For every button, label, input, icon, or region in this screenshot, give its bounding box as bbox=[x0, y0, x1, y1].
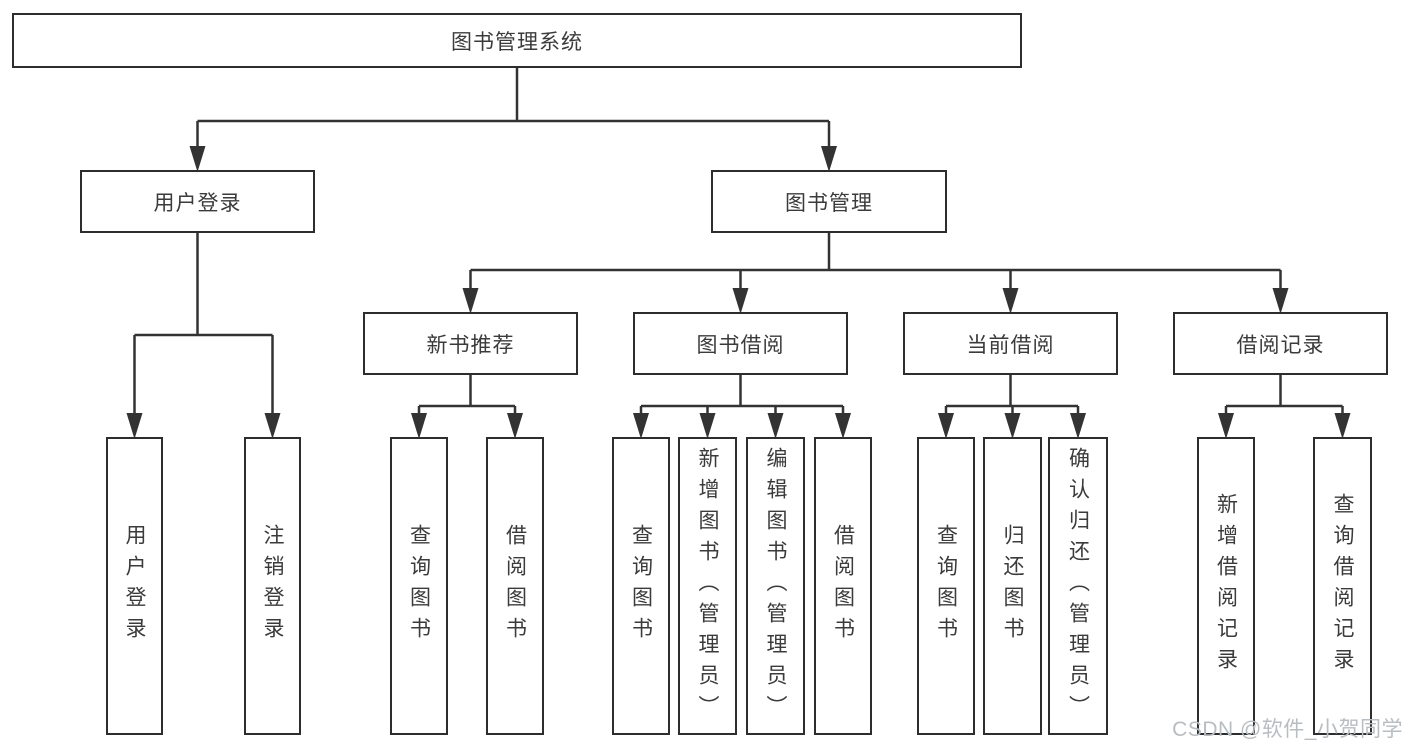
node-label: 注销登录 bbox=[261, 524, 284, 648]
node-label: 查询借阅记录 bbox=[1331, 493, 1354, 679]
node-borrowing-records: 借阅记录 bbox=[1173, 312, 1388, 375]
node-query-books-1: 查询图书 bbox=[390, 437, 448, 735]
node-label: 借阅记录 bbox=[1236, 333, 1325, 357]
node-query-books-2: 查询图书 bbox=[612, 437, 670, 735]
node-label: 图书管理系统 bbox=[451, 30, 583, 54]
node-current-borrowing: 当前借阅 bbox=[903, 312, 1118, 375]
node-label: 新增借阅记录 bbox=[1214, 493, 1238, 679]
node-add-borrow-record: 新增借阅记录 bbox=[1197, 437, 1255, 735]
node-edit-books-admin: 编辑图书（管理员） bbox=[746, 437, 805, 735]
node-label: 用户登录 bbox=[153, 191, 242, 215]
node-borrow-books-1: 借阅图书 bbox=[486, 437, 544, 735]
node-label: 图书借阅 bbox=[696, 333, 785, 357]
node-label: 查询图书 bbox=[629, 524, 653, 648]
node-label: 借阅图书 bbox=[831, 524, 855, 648]
node-return-books: 归还图书 bbox=[983, 437, 1042, 735]
node-label: 用户登录 bbox=[123, 524, 146, 648]
node-label: 查询图书 bbox=[407, 524, 431, 648]
node-borrow-books-2: 借阅图书 bbox=[814, 437, 872, 735]
node-label: 图书管理 bbox=[785, 191, 873, 215]
node-label: 归还图书 bbox=[1001, 524, 1024, 648]
node-book-borrowing: 图书借阅 bbox=[633, 312, 848, 375]
node-label: 当前借阅 bbox=[966, 333, 1055, 357]
node-user-login-branch: 用户登录 bbox=[80, 170, 315, 233]
node-user-login-leaf: 用户登录 bbox=[106, 437, 163, 735]
node-label: 编辑图书（管理员） bbox=[764, 446, 787, 726]
node-book-management-branch: 图书管理 bbox=[711, 170, 947, 233]
node-label: 新增图书（管理员） bbox=[696, 446, 719, 726]
node-label: 借阅图书 bbox=[503, 524, 527, 648]
node-new-book-recommendation: 新书推荐 bbox=[363, 312, 578, 375]
node-label: 确认归还（管理员） bbox=[1066, 446, 1090, 726]
node-library-management-system: 图书管理系统 bbox=[12, 13, 1022, 68]
node-label: 查询图书 bbox=[934, 524, 958, 648]
csdn-watermark: CSDN @软件_小贺同学 bbox=[1172, 718, 1403, 741]
node-query-books-3: 查询图书 bbox=[917, 437, 975, 735]
node-query-borrow-record: 查询借阅记录 bbox=[1313, 437, 1372, 735]
node-logout: 注销登录 bbox=[244, 437, 301, 735]
node-add-books-admin: 新增图书（管理员） bbox=[678, 437, 737, 735]
node-label: 新书推荐 bbox=[426, 333, 515, 357]
node-confirm-return-admin: 确认归还（管理员） bbox=[1048, 437, 1108, 735]
